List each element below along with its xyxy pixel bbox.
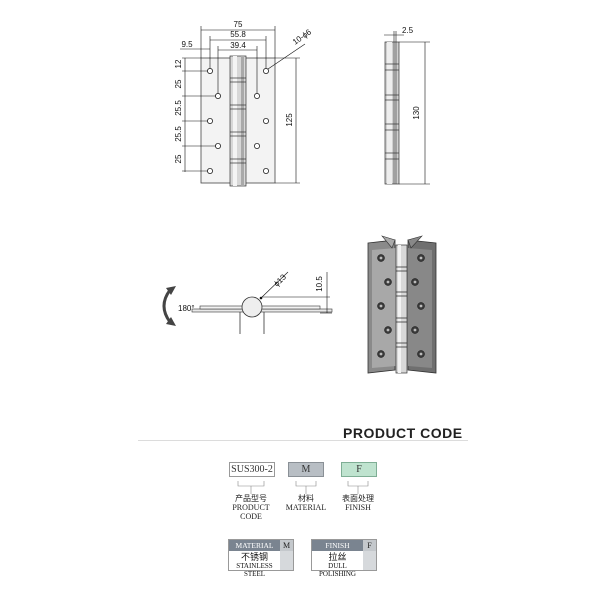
section-divider — [138, 440, 468, 441]
material-value-cn: 不锈钢 — [240, 552, 268, 562]
dim-spacing-2: 25 — [174, 79, 183, 88]
caption-cn: 产品型号 — [235, 494, 267, 503]
rotation-label: 180° — [178, 304, 195, 313]
rotation-arrow-icon — [162, 289, 172, 323]
product-code-title: PRODUCT CODE — [343, 425, 463, 441]
dim-spacing-1: 12 — [174, 59, 183, 68]
caption-en: PRODUCT CODE — [232, 503, 270, 521]
dim-knuckle-diameter: ϕ13 — [272, 272, 288, 288]
caption-en: FINISH — [345, 503, 371, 512]
finish-value-cn: 拉丝 — [328, 552, 347, 562]
dim-side-height: 130 — [412, 106, 421, 120]
dim-overall-width: 75 — [234, 20, 243, 29]
hinge-3d-view — [367, 235, 437, 374]
dim-edge-offset: 9.5 — [181, 40, 193, 49]
caption-finish: 表面处理 FINISH — [333, 494, 383, 512]
dim-height: 125 — [285, 113, 294, 127]
material-value-en: STAINLESS STEEL — [236, 562, 273, 578]
material-table: MATERIAL M 不锈钢 STAINLESS STEEL — [228, 539, 294, 578]
dim-hole-span-inner: 39.4 — [230, 41, 246, 50]
dim-spacing-5: 25 — [174, 154, 183, 163]
material-table-code-fill — [280, 551, 293, 570]
caption-material: 材料 MATERIAL — [281, 494, 331, 512]
hinge-side-view: 2.5 130 — [384, 26, 430, 185]
finish-table-code: F — [363, 540, 376, 551]
finish-table-header: FINISH — [312, 540, 363, 551]
caption-en: MATERIAL — [285, 503, 327, 512]
finish-table: FINISH F 拉丝 DULL POLISHING — [311, 539, 377, 578]
dim-offset: 10.5 — [315, 276, 324, 292]
caption-cn: 材料 — [298, 494, 314, 503]
dim-holes-callout: 10-ϕ6 — [291, 27, 313, 46]
material-table-code: M — [280, 540, 293, 551]
dim-spacing-4: 25.5 — [174, 126, 183, 142]
dim-hole-span-outer: 55.8 — [230, 30, 246, 39]
material-table-header: MATERIAL — [229, 540, 280, 551]
code-box-finish: F — [341, 462, 377, 477]
knuckle-section — [241, 296, 263, 318]
caption-product-code: 产品型号 PRODUCT CODE — [221, 494, 281, 521]
caption-cn: 表面处理 — [342, 494, 374, 503]
finish-table-code-fill — [363, 551, 376, 570]
finish-value-en: DULL POLISHING — [319, 562, 356, 578]
dim-spacing-3: 25.5 — [174, 100, 183, 116]
hinge-open-view: ϕ13 10.5 180° — [162, 271, 333, 334]
code-box-product: SUS300-2 — [229, 462, 275, 477]
code-box-material: M — [288, 462, 324, 477]
dim-thickness: 2.5 — [402, 26, 414, 35]
hinge-knuckle — [229, 55, 247, 187]
